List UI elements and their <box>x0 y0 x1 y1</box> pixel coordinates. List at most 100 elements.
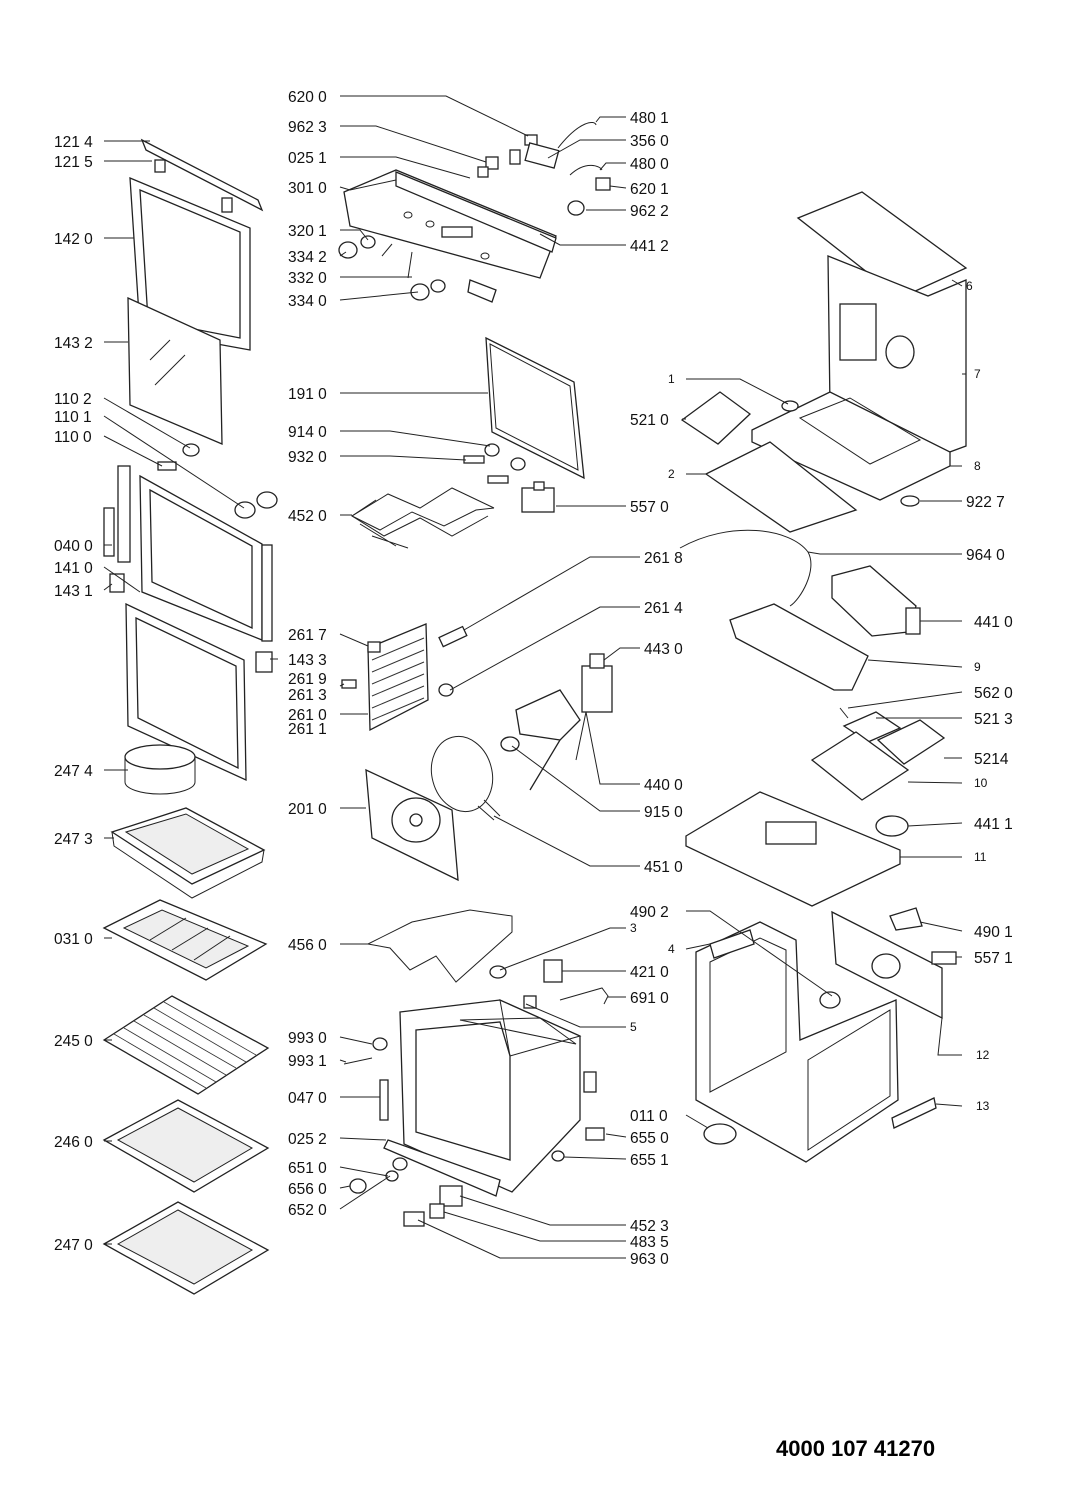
wire-shelf <box>102 995 270 1095</box>
callout-label: 141 0 <box>54 560 93 577</box>
callout-label: 261 9 <box>288 671 327 688</box>
callout-label: 3 <box>630 921 637 935</box>
callout-label: 452 3 <box>630 1218 669 1235</box>
callout-label: 443 0 <box>644 641 683 658</box>
callout-label: 521 0 <box>630 412 669 429</box>
callout-label: 8 <box>974 459 981 473</box>
baking-ring <box>124 744 196 795</box>
callout-label: 440 0 <box>644 777 683 794</box>
callout-label: 356 0 <box>630 133 669 150</box>
callout-label: 557 1 <box>974 950 1013 967</box>
base-plate <box>685 791 901 907</box>
callout-label: 2 <box>668 467 675 481</box>
callout-label: 651 0 <box>288 1160 327 1177</box>
support-bracket <box>729 603 869 691</box>
callout-label: 922 7 <box>966 494 1005 511</box>
enamel-tray <box>102 1099 270 1193</box>
callout-label: 143 1 <box>54 583 93 600</box>
electronic-board <box>680 391 920 507</box>
callout-label: 652 0 <box>288 1202 327 1219</box>
callout-label: 963 0 <box>630 1251 669 1268</box>
door-inner-panel <box>125 602 247 782</box>
callout-label: 320 1 <box>288 223 327 240</box>
deep-pan <box>110 807 266 899</box>
bottom-element <box>366 909 513 983</box>
callout-label: 490 2 <box>630 904 669 921</box>
callout-label: 13 <box>976 1099 990 1113</box>
callout-label: 452 0 <box>288 508 327 525</box>
leader-lines <box>103 95 966 1259</box>
callout-label: 047 0 <box>288 1090 327 1107</box>
callout-label: 456 0 <box>288 937 327 954</box>
callout-label: 620 1 <box>630 181 669 198</box>
door-outer-frame <box>129 176 251 351</box>
circular-element <box>430 735 501 821</box>
control-board-stack <box>810 707 946 837</box>
callout-label: 5214 <box>974 751 1009 768</box>
callout-label: 1 <box>668 372 675 386</box>
callout-label: 441 2 <box>630 238 669 255</box>
baking-tray <box>102 899 268 981</box>
fan-cover <box>365 768 459 882</box>
callout-label: 562 0 <box>974 685 1013 702</box>
callout-label: 421 0 <box>630 964 669 981</box>
door-hinge-washers <box>157 443 278 519</box>
side-connectors <box>889 907 957 965</box>
callout-label: 040 0 <box>54 538 93 555</box>
cable-harness <box>679 529 812 607</box>
callout-label: 261 0 <box>288 707 327 724</box>
side-panel <box>831 910 943 1020</box>
grill-pan <box>102 1201 270 1295</box>
callout-label: 110 2 <box>54 391 92 408</box>
callout-label: 332 0 <box>288 270 327 287</box>
callout-label: 4 <box>668 942 675 956</box>
callout-label: 247 3 <box>54 831 93 848</box>
callout-label: 301 0 <box>288 180 327 197</box>
callout-label: 201 0 <box>288 801 327 818</box>
callout-label: 557 0 <box>630 499 669 516</box>
callout-label: 490 1 <box>974 924 1013 941</box>
callout-label: 655 0 <box>630 1130 669 1147</box>
callout-label: 11 <box>974 850 987 864</box>
callout-label: 261 7 <box>288 627 327 644</box>
callout-label: 10 <box>974 776 988 790</box>
oven-lamp <box>438 683 454 697</box>
grill-element <box>351 487 495 549</box>
door-gasket <box>485 336 585 480</box>
door-glass-frame-assembly <box>103 465 273 673</box>
callout-label: 914 0 <box>288 424 327 441</box>
side-racks <box>341 623 468 732</box>
callout-label: 261 3 <box>288 687 327 704</box>
oven-cavity <box>399 999 597 1193</box>
oven-chassis <box>695 921 899 1163</box>
callout-label: 7 <box>974 367 981 381</box>
bottom-rail <box>891 1097 937 1129</box>
door-inner-glass <box>127 296 223 445</box>
callout-label: 261 1 <box>288 721 327 738</box>
callout-label: 143 3 <box>288 652 327 669</box>
callout-label: 915 0 <box>644 804 683 821</box>
callout-label: 441 0 <box>974 614 1013 631</box>
callout-label: 110 1 <box>54 409 92 426</box>
callout-labels: 121 4 121 5 142 0 143 2 110 2 110 1 110 … <box>54 89 1013 1268</box>
callout-label: 011 0 <box>630 1108 668 1125</box>
callout-label: 121 5 <box>54 154 93 171</box>
callout-label: 261 8 <box>644 550 683 567</box>
callout-label: 261 4 <box>644 600 683 617</box>
callout-label: 480 1 <box>630 110 669 127</box>
grill-springs <box>463 443 526 484</box>
control-electronics <box>477 122 611 216</box>
callout-label: 247 4 <box>54 763 93 780</box>
callout-label: 932 0 <box>288 449 327 466</box>
control-knobs <box>338 235 446 301</box>
callout-label: 993 1 <box>288 1053 327 1070</box>
callout-label: 480 0 <box>630 156 669 173</box>
callout-label: 110 0 <box>54 429 92 446</box>
callout-label: 656 0 <box>288 1181 327 1198</box>
callout-label: 964 0 <box>966 547 1005 564</box>
callout-label: 521 3 <box>974 711 1013 728</box>
callout-label: 025 2 <box>288 1131 327 1148</box>
callout-label: 025 1 <box>288 150 327 167</box>
